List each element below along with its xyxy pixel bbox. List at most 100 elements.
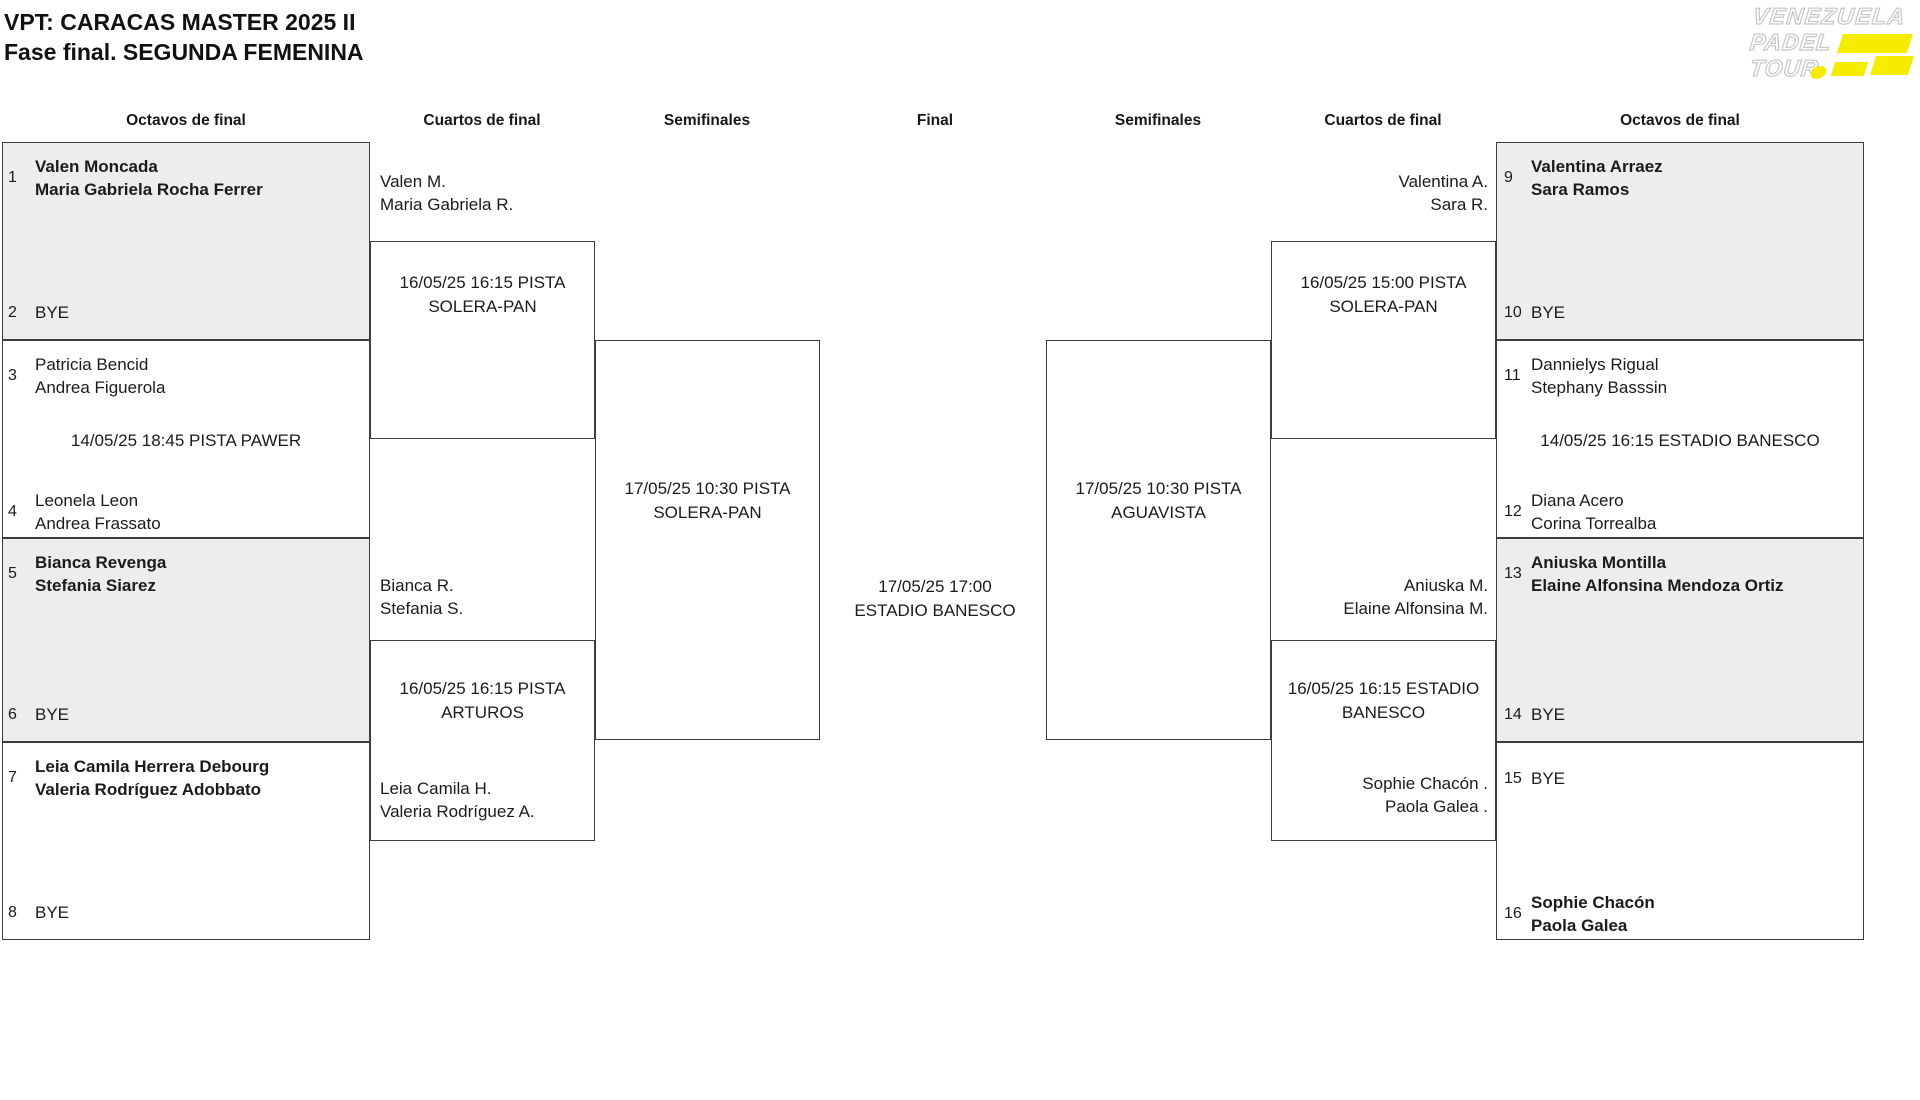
player-name: Sophie Chacón . [1362, 774, 1488, 793]
logo-word-venezuela: VENEZUELA [1751, 2, 1908, 29]
seed-number: 11 [1504, 367, 1521, 384]
player-name: Elaine Alfonsina M. [1343, 599, 1488, 618]
player-name: BYE [35, 903, 70, 922]
match-box-r16-left-3 [2, 538, 370, 742]
match-box-qf-right-2 [1271, 640, 1496, 841]
round-header-r16-right: Octavos de final [1620, 112, 1740, 129]
match-info-r16-left: 14/05/25 18:45 PISTA PAWER [70, 431, 302, 450]
r16-slot-15: 15 BYE [1504, 767, 1565, 790]
match-info-sf-left: 17/05/25 10:30 PISTA SOLERA-PAN [624, 479, 791, 522]
seed-number: 7 [8, 769, 17, 786]
match-box-qf-left-2 [370, 640, 595, 841]
r16-slot-8: 8 BYE [8, 901, 69, 924]
player-name: Stephany Basssin [1531, 378, 1668, 397]
match-box-qf-right-1 [1271, 241, 1496, 439]
seed-number: 13 [1504, 565, 1522, 582]
match-box-qf-left-1 [370, 241, 595, 439]
logo-bar-top [1836, 34, 1914, 53]
page-title: VPT: CARACAS MASTER 2025 II Fase final. … [4, 7, 364, 67]
match-box-r16-right-3 [1496, 538, 1864, 742]
qf-left-2-bottom-team: Leia Camila H. Valeria Rodríguez A. [380, 777, 535, 823]
player-name: Leonela Leon [35, 491, 139, 510]
player-name: Paola Galea . [1384, 797, 1488, 816]
seed-number: 15 [1504, 769, 1522, 787]
match-info-qf-right-2: 16/05/25 16:15 ESTADIO BANESCO [1287, 679, 1480, 722]
match-info-qf-right-1: 16/05/25 15:00 PISTA SOLERA-PAN [1300, 273, 1467, 316]
match-box-r16-right-2 [1496, 340, 1864, 538]
seed-number: 1 [8, 169, 17, 186]
seed-number: 2 [8, 303, 17, 321]
seed-number: 9 [1504, 169, 1513, 186]
player-name: Corina Torrealba [1531, 514, 1657, 533]
player-name: Bianca Revenga [35, 553, 167, 572]
player-name: Stefania Siarez [35, 576, 156, 595]
player-name: Maria Gabriela Rocha Ferrer [35, 180, 263, 199]
player-name: BYE [1531, 303, 1566, 322]
player-name: BYE [35, 705, 70, 724]
qf-right-2-bottom-team: Sophie Chacón . Paola Galea . [1268, 772, 1488, 818]
seed-number: 10 [1504, 303, 1522, 321]
match-box-sf-left [595, 340, 820, 740]
r16-slot-6: 6 BYE [8, 703, 69, 726]
player-name: Maria Gabriela R. [380, 195, 514, 214]
player-name: Sara R. [1430, 195, 1488, 214]
logo-bar-bottom-left [1830, 62, 1869, 76]
logo-bar-bottom-right [1869, 56, 1915, 75]
match-info-sf-right: 17/05/25 10:30 PISTA AGUAVISTA [1075, 479, 1242, 522]
player-name: Paola Galea [1531, 916, 1628, 935]
tournament-title: VPT: CARACAS MASTER 2025 II [4, 9, 356, 35]
logo-word-padel: PADEL [1748, 28, 1833, 55]
qf-left-2-top-team: Bianca R. Stefania S. [380, 574, 463, 620]
qf-left-1-top-team: Valen M. Maria Gabriela R. [380, 170, 513, 216]
player-name: Valen Moncada [35, 157, 158, 176]
seed-number: 6 [8, 705, 17, 723]
match-info-final: 17/05/25 17:00 ESTADIO BANESCO [854, 577, 1016, 620]
round-header-sf-left: Semifinales [663, 112, 751, 129]
player-name: BYE [1531, 769, 1566, 788]
player-name: Valentina Arraez [1531, 157, 1663, 176]
player-name: Valeria Rodríguez A. [380, 802, 535, 821]
category-subtitle: Fase final. SEGUNDA FEMENINA [4, 39, 364, 65]
seed-number: 12 [1504, 503, 1522, 520]
player-name: BYE [35, 303, 70, 322]
r16-slot-2: 2 BYE [8, 301, 69, 324]
player-name: Valen M. [380, 172, 446, 191]
seed-number: 14 [1504, 705, 1522, 723]
seed-number: 4 [8, 503, 17, 520]
match-box-sf-right [1046, 340, 1271, 740]
match-info-qf-left-1: 16/05/25 16:15 PISTA SOLERA-PAN [399, 273, 566, 316]
player-name: Stefania S. [380, 599, 464, 618]
round-header-qf-left: Cuartos de final [423, 112, 541, 129]
player-name: Aniuska M. [1403, 576, 1488, 595]
player-name: BYE [1531, 705, 1566, 724]
player-name: Bianca R. [380, 576, 454, 595]
player-name: Andrea Frassato [35, 514, 161, 533]
round-header-r16-left: Octavos de final [126, 112, 246, 129]
player-name: Valentina A. [1398, 172, 1488, 191]
r16-slot-10: 10 BYE [1504, 301, 1565, 324]
seed-number: 16 [1504, 905, 1522, 922]
qf-right-1-top-team: Valentina A. Sara R. [1268, 170, 1488, 216]
player-name: Leia Camila Herrera Debourg [35, 757, 270, 776]
player-name: Aniuska Montilla [1531, 553, 1667, 572]
player-name: Patricia Bencid [35, 355, 149, 374]
logo-word-tour: TOUR [1748, 54, 1821, 81]
match-box-r16-right-1 [1496, 142, 1864, 340]
round-header-sf-right: Semifinales [1114, 112, 1202, 129]
round-header-final: Final [916, 112, 954, 129]
player-name: Dannielys Rigual [1531, 355, 1659, 374]
match-box-r16-left-4 [2, 742, 370, 940]
seed-number: 5 [8, 565, 17, 582]
player-name: Valeria Rodríguez Adobbato [35, 780, 262, 799]
